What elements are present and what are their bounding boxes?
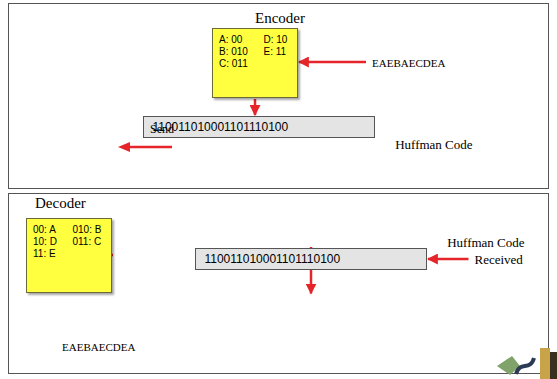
icon-bar (550, 352, 557, 379)
huffman-code-box: 110011010001101110100Huffman Code (143, 116, 375, 138)
arrow-label: Send (150, 122, 174, 137)
code-entry: 11: E (33, 248, 60, 259)
code-entry: 00: A (33, 224, 60, 235)
flow-arrow (254, 99, 257, 115)
encoder-panel (9, 4, 549, 189)
heading: Decoder (35, 195, 86, 211)
code-entry: 011: C (72, 236, 105, 247)
heading: Encoder (255, 10, 305, 26)
code-table-box: A: 00D: 10B: 010E: 11C: 011Encoder (212, 28, 298, 98)
code-grid: A: 00 D: 10 B: 010 E: 11 C: 011 (219, 34, 291, 69)
heading: Huffman Code (447, 235, 524, 250)
flow-arrow (428, 258, 469, 261)
send-arrowhead (118, 142, 130, 152)
code-entry: 10: D (33, 236, 60, 247)
corner-icons (497, 348, 557, 379)
code-entry: D: 10 (264, 34, 292, 45)
icon-swirl (516, 358, 534, 374)
bit-string: 110011010001101110100 (204, 252, 340, 266)
decoder-panel (9, 194, 549, 374)
output-text: EAEBAECDEA (60, 336, 138, 356)
text-label: EAEBAECDEA (62, 341, 135, 353)
received-text: Received (473, 249, 526, 269)
code-entry: C: 011 (219, 58, 252, 69)
code-grid: 00: A 010: B 10: D 011: C 11: E (33, 224, 105, 259)
code-entry: 010: B (72, 224, 105, 235)
text-label: Received (475, 252, 523, 267)
text-label: EAEBAECDEA (372, 57, 445, 69)
huffman-code-box: 110011010001101110100Huffman Code (195, 248, 427, 270)
send-arrow (128, 146, 172, 149)
icon-bar (540, 348, 550, 379)
code-entry: E: 11 (264, 46, 292, 57)
code-entry: B: 010 (219, 46, 252, 57)
flow-arrow (299, 61, 366, 64)
code-table-box: 00: A010: B10: D011: C11: EDecoder (26, 218, 112, 293)
input-text: EAEBAECDEA (370, 52, 448, 72)
heading: Huffman Code (395, 137, 472, 152)
code-entry: A: 00 (219, 34, 252, 45)
